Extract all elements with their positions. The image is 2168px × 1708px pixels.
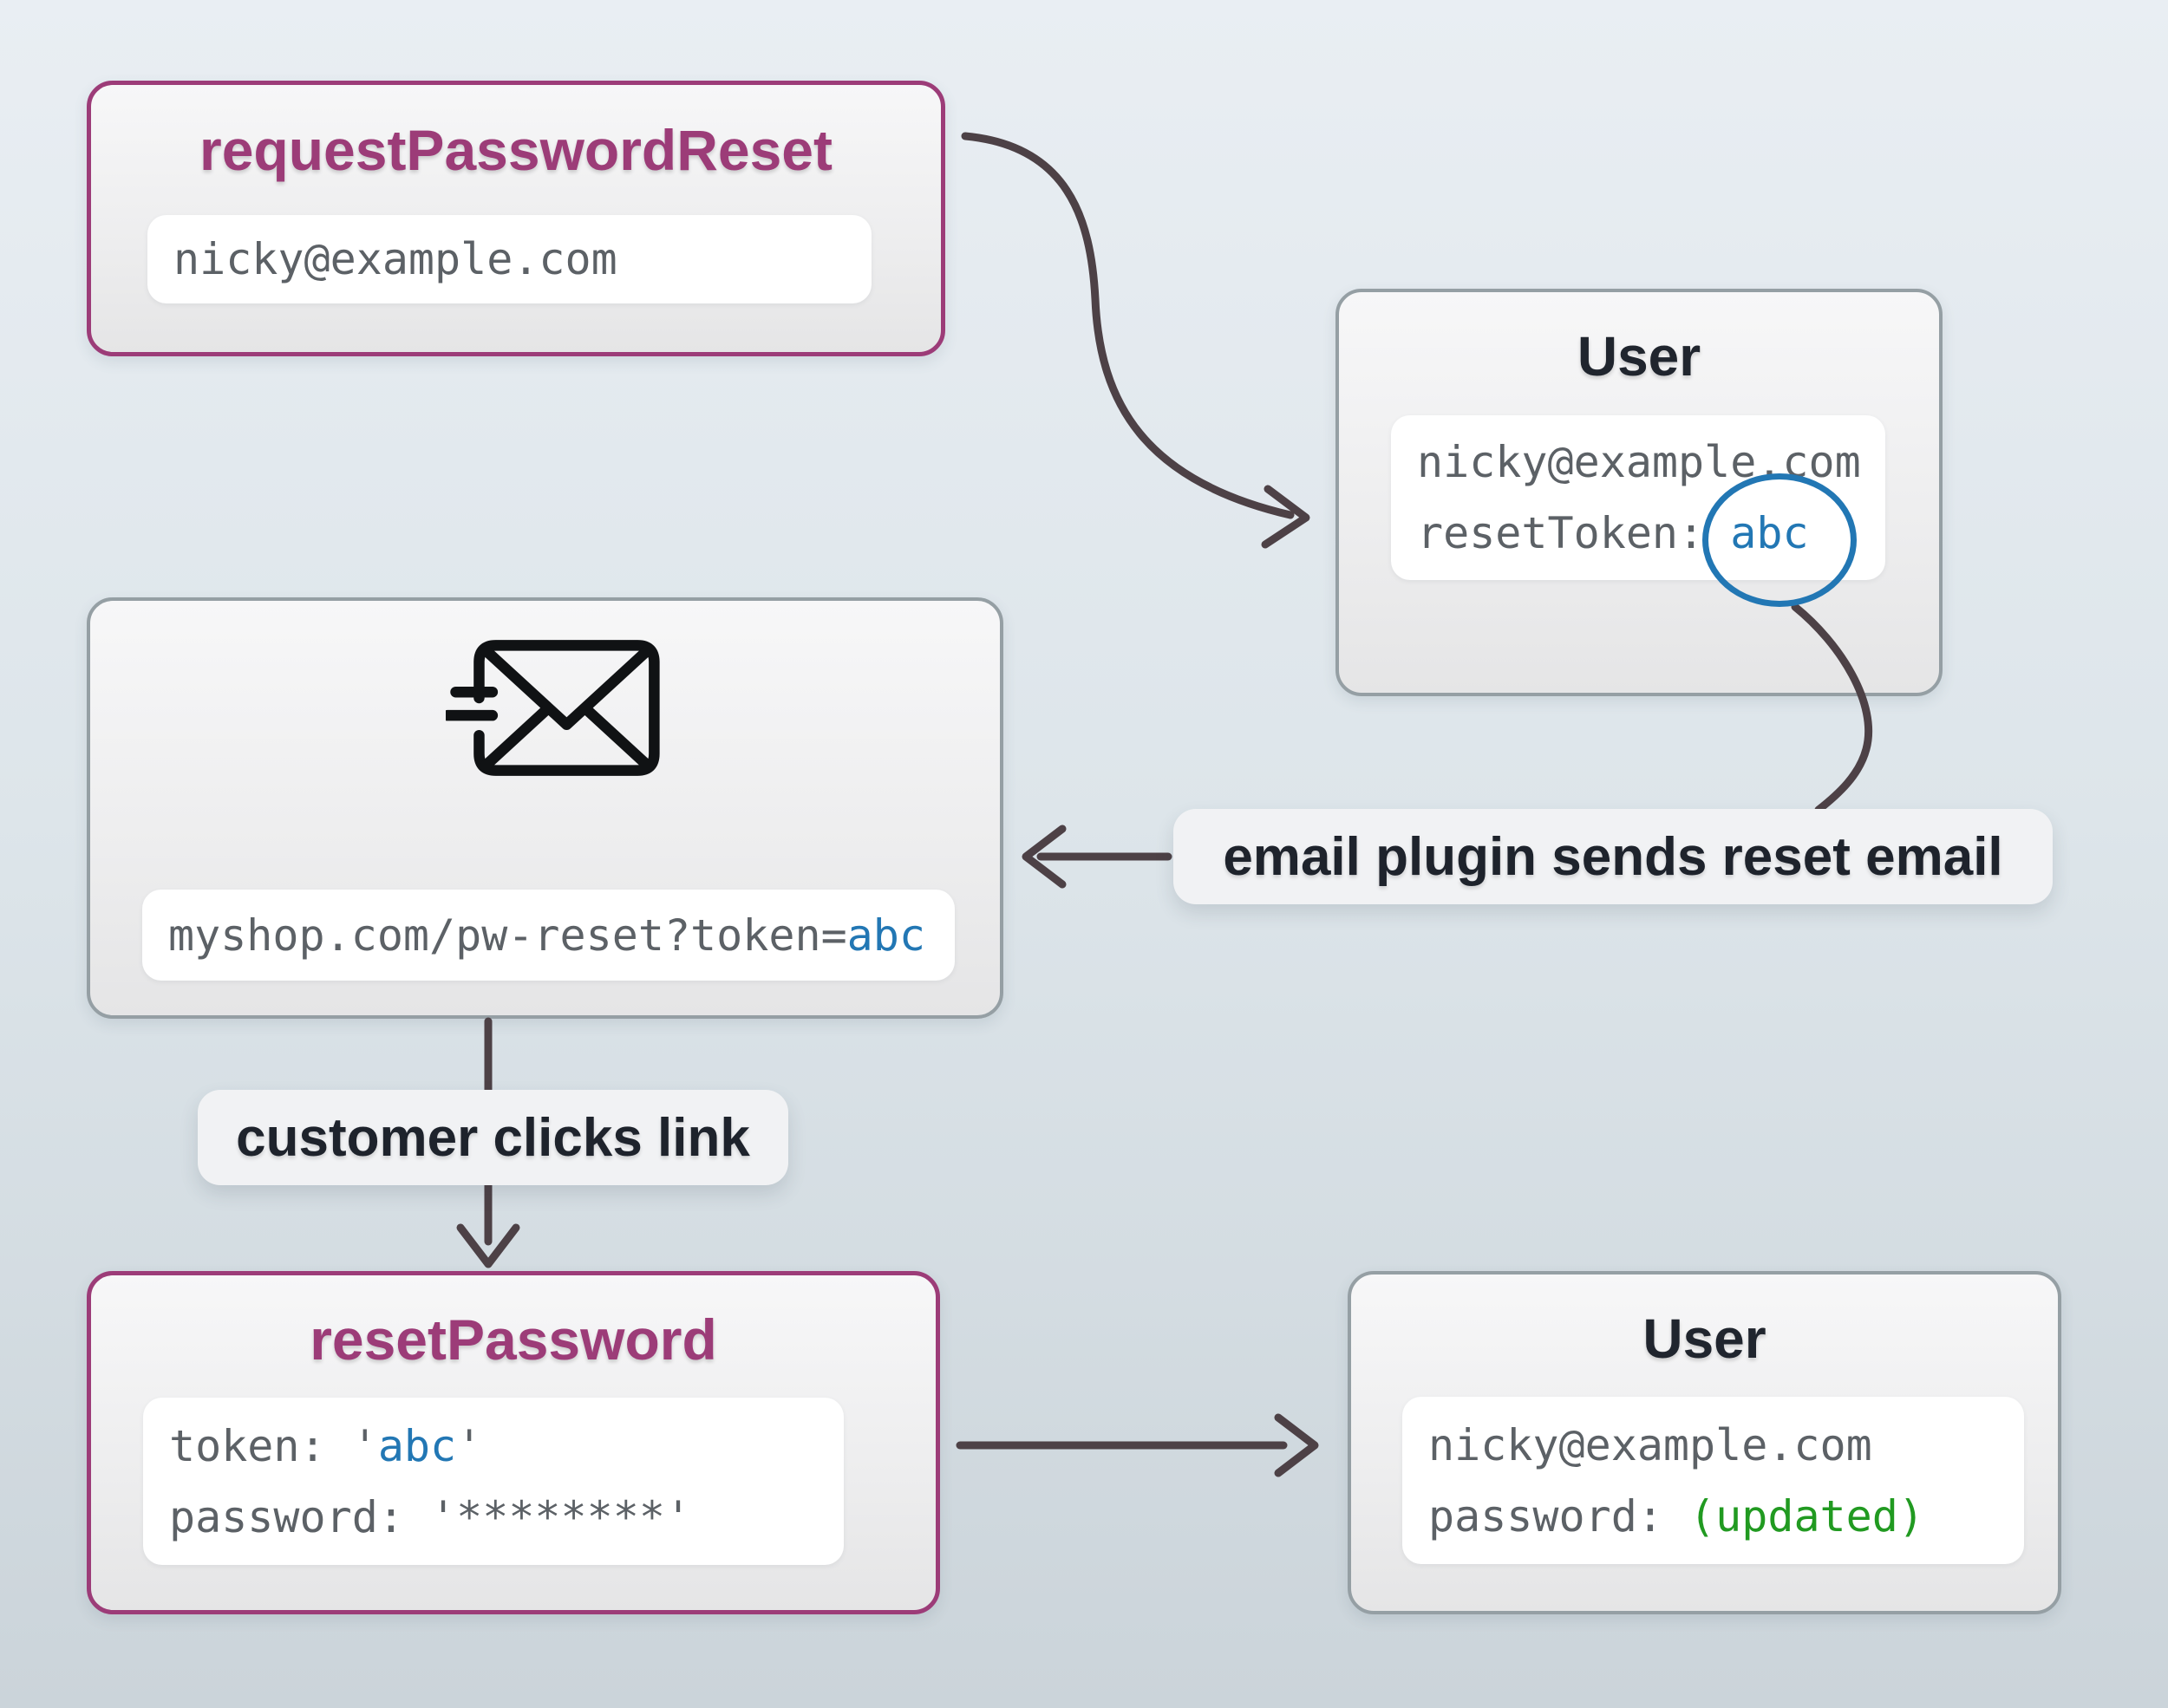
reset-password-card: token: 'abc' password: '********' [143, 1398, 844, 1565]
reset-password-title: resetPassword [310, 1307, 717, 1372]
user-record-box-top: User nicky@example.com resetToken: abc [1335, 289, 1943, 696]
user-bottom-card: nicky@example.com password: (updated) [1402, 1397, 2024, 1564]
email-plugin-label: email plugin sends reset email [1173, 809, 2053, 904]
customer-clicks-label-text: customer clicks link [236, 1107, 750, 1168]
user-bottom-title: User [1642, 1307, 1766, 1370]
reset-email-box: myshop.com/pw-reset?token=abc [87, 597, 1003, 1019]
request-email-value: nicky@example.com [173, 234, 617, 284]
token-value: abc [377, 1420, 457, 1471]
reset-url-value: myshop.com/pw-reset?token=abc [168, 905, 925, 966]
reset-url-token: abc [846, 909, 925, 961]
envelope-flap [480, 644, 653, 730]
reset-token-label: resetToken: [1417, 508, 1731, 558]
token-prefix: token: ' [169, 1420, 378, 1471]
envelope-fold-left [480, 703, 553, 772]
reset-token-circle [1702, 473, 1857, 607]
reset-url-card: myshop.com/pw-reset?token=abc [142, 890, 955, 981]
reset-url-prefix: myshop.com/pw-reset?token= [168, 909, 847, 961]
arrow-label-to-email-box-head [1022, 825, 1067, 889]
envelope-fold-right [580, 703, 653, 772]
mail-fast-icon [446, 640, 660, 776]
user-top-title: User [1577, 325, 1701, 388]
arrow-request-to-user [961, 132, 1295, 519]
reset-password-box: resetPassword token: 'abc' password: '**… [87, 1271, 940, 1614]
password-updated-value: (updated) [1689, 1490, 1924, 1542]
email-plugin-label-text: email plugin sends reset email [1223, 826, 2003, 887]
user-bottom-password-line: password: (updated) [1428, 1486, 2024, 1547]
password-masked-line: password: '********' [169, 1491, 692, 1542]
arrow-email-to-reset-password-head [456, 1223, 520, 1268]
user-bottom-email-value: nicky@example.com [1428, 1419, 1872, 1470]
password-label: password: [1428, 1490, 1690, 1542]
reset-token-line: token: 'abc' [169, 1416, 844, 1477]
token-suffix: ' [456, 1420, 483, 1471]
user-record-box-bottom: User nicky@example.com password: (update… [1348, 1271, 2061, 1614]
customer-clicks-label: customer clicks link [198, 1090, 788, 1185]
arrow-request-to-user-head [1261, 485, 1310, 549]
request-email-card: nicky@example.com [147, 215, 872, 303]
arrow-reset-to-user-head [1274, 1413, 1319, 1477]
request-password-reset-title: requestPasswordReset [199, 118, 833, 182]
request-password-reset-box: requestPasswordReset nicky@example.com [87, 81, 945, 356]
